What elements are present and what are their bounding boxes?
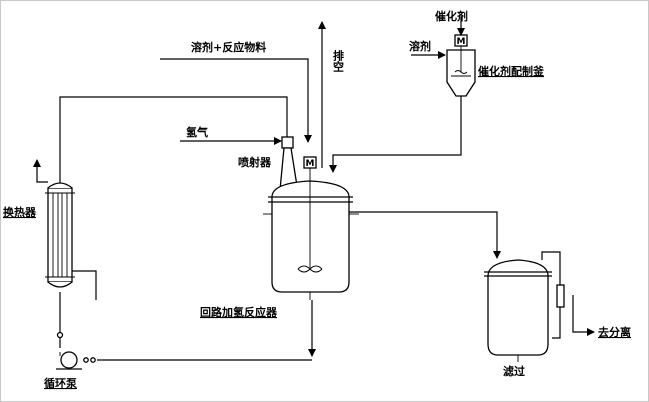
label-catalyst: 催化剂 xyxy=(435,9,468,23)
filter-vessel xyxy=(484,259,552,362)
coolant-inlet-line xyxy=(72,270,97,300)
coolant-outlet-line xyxy=(33,159,48,183)
svg-text:M: M xyxy=(457,37,466,47)
catalyst-motor: M xyxy=(454,34,468,47)
label-circulation-pump: 循环泵 xyxy=(44,376,77,390)
filter-element xyxy=(556,284,565,308)
filter-vent-line xyxy=(541,251,561,285)
reactor xyxy=(263,168,359,300)
label-filter: 滤过 xyxy=(503,364,525,378)
heat-exchanger xyxy=(45,182,75,288)
label-to-separation: 去分离 xyxy=(598,325,631,339)
label-heat-exchanger: 换热器 xyxy=(3,205,37,219)
label-ejector: 喷射器 xyxy=(238,155,272,169)
recycle-line xyxy=(59,96,288,183)
separation-line xyxy=(572,295,595,336)
valve xyxy=(56,331,64,339)
filter-return-line xyxy=(552,307,561,339)
label-catalyst-vessel: 催化剂配制釜 xyxy=(478,64,545,78)
catalyst-vessel xyxy=(446,46,476,105)
label-solvent-feed: 溶剂+反应物料 xyxy=(191,40,266,54)
transfer-line xyxy=(349,211,501,259)
label-reactor: 回路加氢反应器 xyxy=(200,305,278,319)
label-vent: 排空 xyxy=(332,49,345,72)
reactor-motor: M xyxy=(303,156,317,169)
svg-text:M: M xyxy=(306,159,315,169)
circulation-pump xyxy=(56,351,96,370)
feed-line xyxy=(160,58,312,143)
label-solvent: 溶剂 xyxy=(409,39,431,53)
label-hydrogen: 氢气 xyxy=(186,125,208,139)
catalyst-feed-line xyxy=(329,105,462,173)
